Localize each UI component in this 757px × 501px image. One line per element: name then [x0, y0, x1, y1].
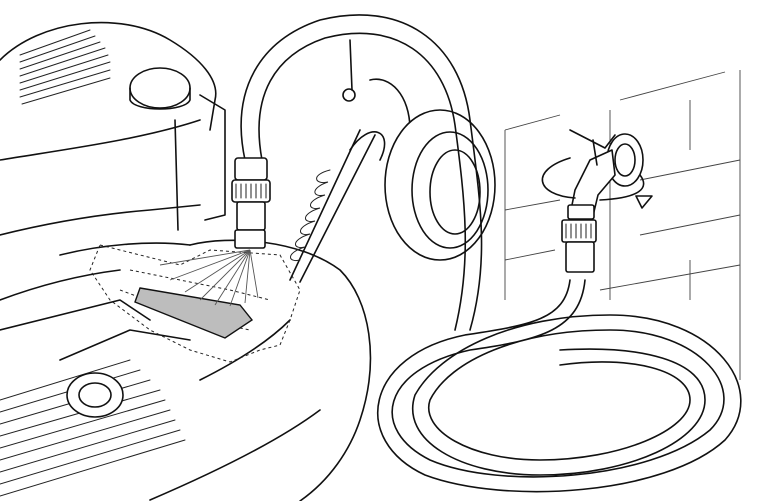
mower-deck-icon — [0, 21, 372, 501]
spray-line — [244, 249, 251, 304]
spray-line — [199, 249, 251, 301]
water-spray-icon — [159, 249, 259, 307]
spray-line — [184, 249, 251, 293]
spray-line — [229, 249, 251, 307]
turn-arrow-icon — [541, 157, 653, 209]
spray-line — [249, 249, 259, 299]
spray-line — [214, 249, 251, 306]
mower-blade — [134, 287, 254, 339]
wall-grid — [504, 70, 741, 380]
water-tap-icon — [561, 129, 644, 273]
spray-line — [169, 249, 251, 281]
hose-connector-icon — [231, 157, 271, 249]
spray-line — [159, 249, 251, 266]
mower-wheel — [289, 39, 496, 283]
spring-detail — [290, 169, 331, 262]
garden-hose-icon — [240, 14, 742, 493]
